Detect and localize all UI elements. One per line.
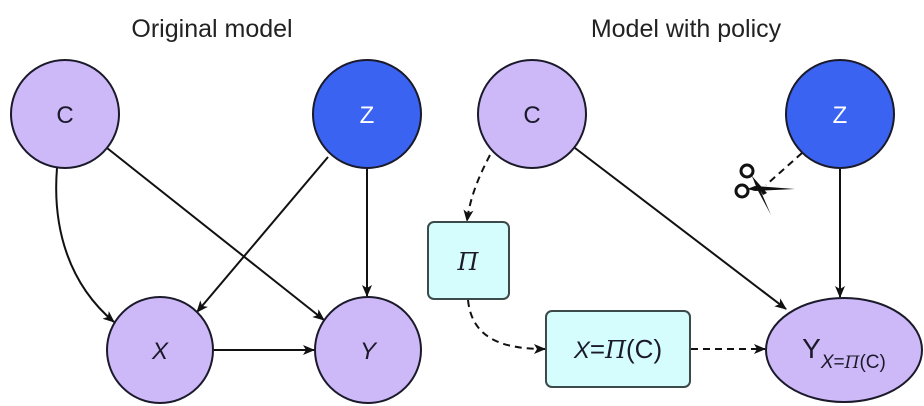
node-policy: Π: [427, 221, 510, 300]
left-panel-title: Original model: [131, 15, 292, 43]
node-z-label: Z: [833, 102, 848, 129]
node-y-label: Y: [360, 338, 378, 365]
node-c-label: C: [56, 102, 73, 129]
node-z-circle: [312, 59, 422, 169]
node-policy-box: [427, 221, 510, 300]
node-x-label: X: [151, 338, 169, 365]
node-y-circle: [314, 296, 422, 404]
node-c: C: [10, 59, 120, 169]
node-y-intervened: YX=Π(C): [765, 297, 923, 403]
scissors-icon: [734, 163, 795, 215]
node-c: C: [477, 59, 587, 169]
right-panel-title: Model with policy: [591, 15, 782, 43]
node-c-circle: [477, 59, 587, 169]
edge-pi-to-x-policy: [467, 299, 546, 354]
node-x-policy-label: X=Π(C): [573, 334, 662, 364]
node-z: Z: [312, 59, 422, 169]
node-x-policy-box: [545, 310, 691, 388]
node-c-circle: [10, 59, 120, 169]
edge-c-to-pi: [463, 154, 491, 222]
edge-z-to-x: [196, 156, 329, 313]
right-panel: Model with policy C Z Π: [427, 15, 923, 403]
node-x-circle: [106, 296, 214, 404]
edge-z-to-x-cut: [765, 152, 803, 186]
node-z-label: Z: [360, 102, 375, 129]
edge-c-to-y: [574, 147, 787, 310]
edge-c-to-x: [55, 167, 115, 323]
node-policy-label: Π: [457, 248, 480, 276]
node-x: X: [106, 296, 214, 404]
node-y-intervened-label: YX=Π(C): [802, 333, 886, 373]
node-c-label: C: [523, 102, 540, 129]
node-z: Z: [785, 59, 895, 169]
node-z-circle: [785, 59, 895, 169]
node-y: Y: [314, 296, 422, 404]
node-x-policy: X=Π(C): [545, 310, 691, 388]
node-y-intervened-ellipse: [765, 297, 923, 403]
edge-c-to-y: [106, 147, 325, 321]
left-panel: Original model C Z X Y: [10, 15, 422, 404]
